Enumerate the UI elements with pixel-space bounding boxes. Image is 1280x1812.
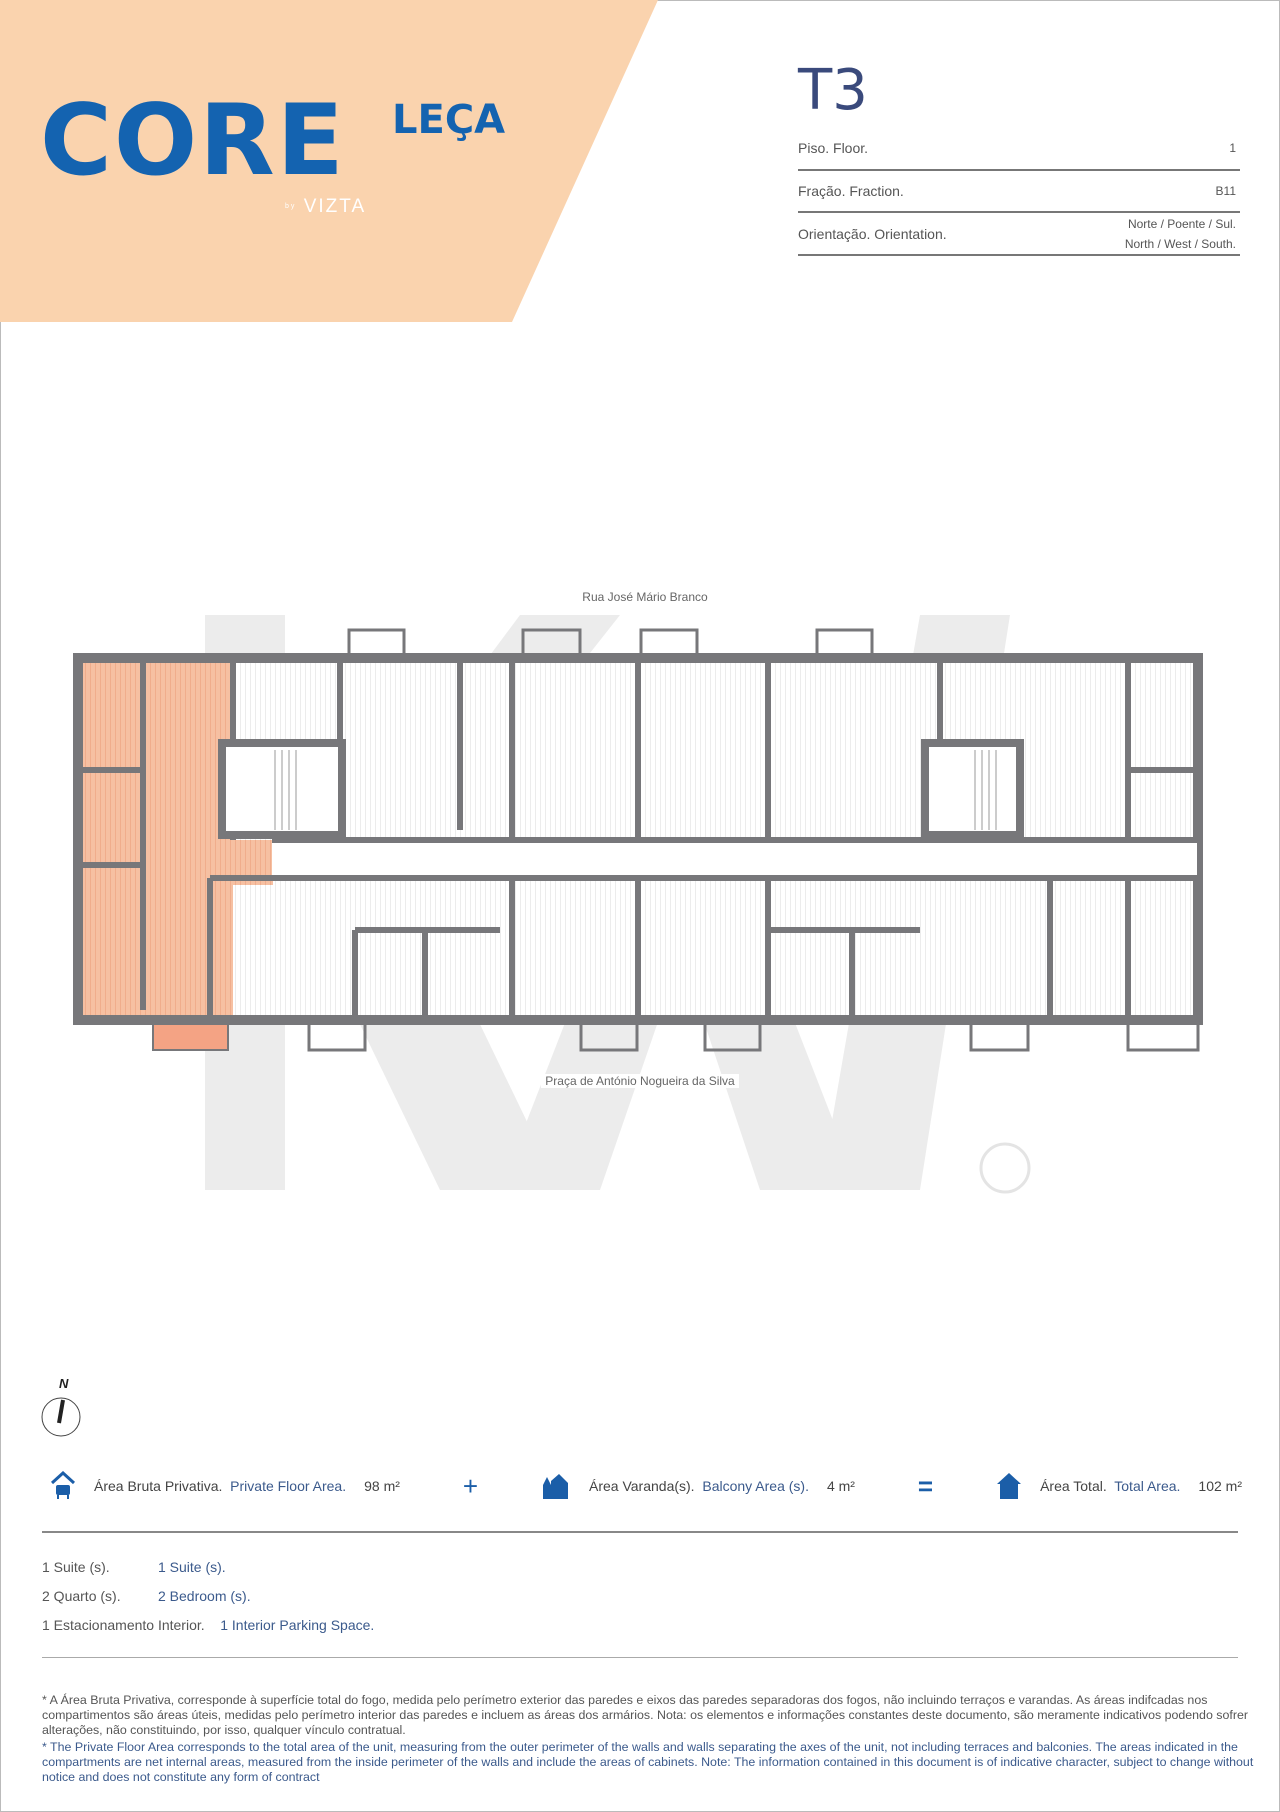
total-area-group: Área Total. Total Area. 102 m² (996, 1471, 1242, 1501)
tree-house-icon (543, 1474, 568, 1499)
north-compass-icon (41, 1397, 81, 1437)
orientation-label: Orientação. Orientation. (798, 226, 947, 242)
peach-shape (0, 0, 658, 322)
street-bottom-label: Praça de António Nogueira da Silva (0, 1074, 1280, 1088)
logo-by: by (285, 203, 297, 210)
street-bottom-text: Praça de António Nogueira da Silva (541, 1074, 739, 1088)
logo-core: CORE (40, 84, 346, 198)
private-area-label: Área Bruta Privativa. Private Floor Area… (94, 1478, 347, 1494)
total-area-label: Área Total. Total Area. (1040, 1478, 1181, 1494)
balcony-area-label: Área Varanda(s). Balcony Area (s). (589, 1478, 809, 1494)
fraction-value: B11 (1215, 184, 1236, 198)
sofa-house-icon (50, 1471, 76, 1499)
balcony-area-group: Área Varanda(s). Balcony Area (s). 4 m² (541, 1471, 855, 1501)
house-icon (997, 1473, 1022, 1499)
balcony-area-value: 4 m² (826, 1478, 855, 1494)
private-area-value: 98 m² (364, 1478, 400, 1494)
footnotes: * A Área Bruta Privativa, corresponde à … (42, 1693, 1272, 1787)
feature-suites: 1 Suite (s).1 Suite (s). (42, 1559, 226, 1575)
orientation-value: Norte / Poente / Sul.North / West / Sout… (1124, 217, 1236, 251)
total-area-value: 102 m² (1198, 1478, 1242, 1494)
info-row-orientation: Orientação. Orientation. Norte / Poente … (798, 214, 1240, 256)
header-peach-band (0, 0, 658, 322)
footnote-pt: * A Área Bruta Privativa, corresponde à … (42, 1693, 1248, 1737)
compass-north-label: N (59, 1376, 69, 1391)
floor-value: 1 (1229, 141, 1236, 155)
street-top-text: Rua José Mário Branco (578, 590, 712, 604)
street-top-label: Rua José Mário Branco (0, 590, 1280, 604)
private-area-group: Área Bruta Privativa. Private Floor Area… (50, 1471, 400, 1501)
feature-parking: 1 Estacionamento Interior. 1 Interior Pa… (42, 1617, 375, 1633)
info-row-floor: Piso. Floor. 1 (798, 138, 1240, 171)
fraction-label: Fração. Fraction. (798, 183, 904, 199)
stair-cores (218, 739, 1024, 839)
info-row-fraction: Fração. Fraction. B11 (798, 180, 1240, 213)
unit-type-title: T3 (798, 58, 868, 123)
logo-brand: VIZTA (303, 196, 367, 217)
area-summary-row: Área Bruta Privativa. Private Floor Area… (50, 1470, 1242, 1502)
floor-label: Piso. Floor. (798, 140, 869, 156)
equals-sign: = (917, 1471, 934, 1501)
feature-bedrooms: 2 Quarto (s).2 Bedroom (s). (42, 1588, 251, 1604)
logo-vizta: by VIZTA (285, 196, 366, 218)
divider-bottom (42, 1657, 1238, 1658)
footnote-en: * The Private Floor Area corresponds to … (42, 1740, 1254, 1784)
floor-plan (73, 615, 1203, 1194)
divider-top (42, 1531, 1238, 1533)
logo-leca: LEÇA (392, 97, 506, 143)
corridor (272, 843, 1197, 876)
plus-sign: + (462, 1471, 479, 1501)
